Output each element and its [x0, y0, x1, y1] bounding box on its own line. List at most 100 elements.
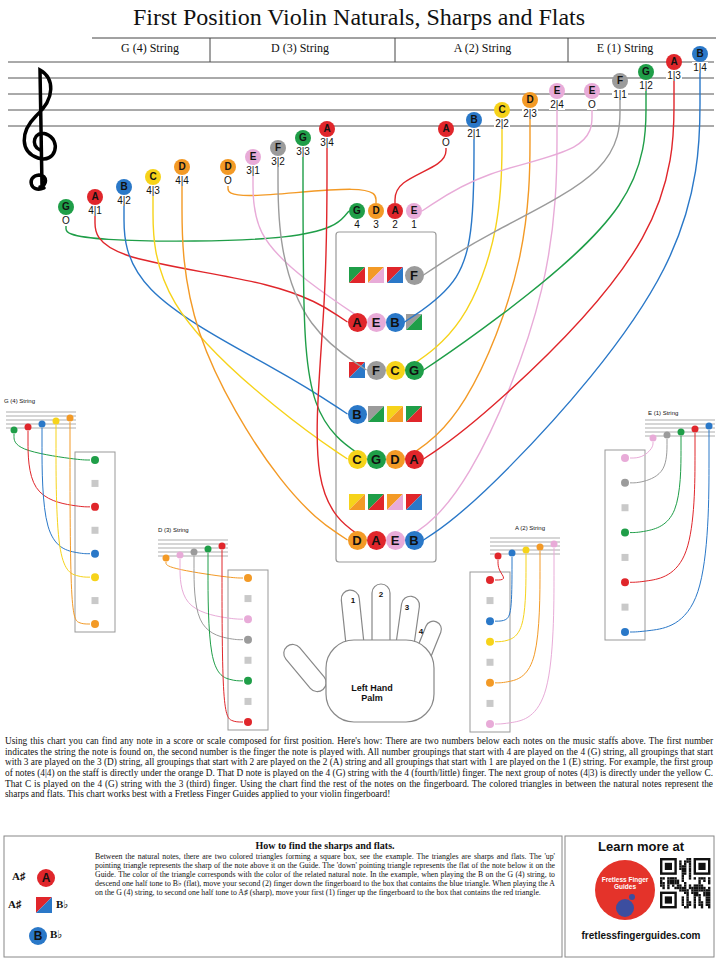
mini-note-cell — [91, 503, 99, 511]
qr-module — [691, 889, 693, 891]
qr-module — [679, 868, 681, 870]
qr-module — [701, 901, 703, 903]
qr-module — [662, 887, 664, 889]
qr-module — [694, 887, 696, 889]
mini-leader-line — [42, 428, 90, 554]
sharps-flats-panel — [4, 836, 562, 957]
qr-module — [667, 882, 669, 884]
qr-finder-eye — [665, 863, 672, 870]
note-letter: G — [299, 133, 307, 143]
mini-leader-line — [208, 553, 243, 681]
logo-disc — [595, 860, 655, 920]
string-finger-number: 1|2 — [638, 80, 654, 91]
string-finger-number: 2|4 — [549, 99, 565, 110]
mini-accidental-cell — [487, 597, 494, 604]
note-node: D2|3 — [522, 92, 538, 119]
mini-note-cell — [244, 718, 252, 726]
qr-module — [694, 877, 696, 879]
note-circle: B — [29, 927, 47, 945]
sharp-triangle — [349, 494, 365, 510]
chart-label: Left Hand Palm — [345, 683, 399, 704]
note-letter: B — [696, 49, 703, 59]
mini-note-dot — [39, 421, 46, 428]
mini-accidental-cell — [622, 504, 629, 511]
flat-triangle — [406, 406, 422, 422]
note-node: GO — [58, 199, 74, 226]
flat-triangle — [349, 494, 365, 510]
note-letter: A — [352, 316, 361, 329]
accidental-square — [368, 406, 384, 422]
mini-accidental-cell — [622, 554, 629, 561]
qr-module — [708, 892, 710, 894]
mini-note-dot — [495, 553, 502, 560]
note-letter: C — [498, 105, 505, 115]
note-letter: C — [390, 364, 399, 377]
note-circle: D — [348, 531, 367, 550]
note-circle: G — [58, 199, 74, 215]
note-connector — [405, 110, 558, 540]
qr-module — [679, 887, 681, 889]
mini-note-cell — [244, 574, 252, 582]
qr-module — [682, 875, 684, 877]
accidental-square — [406, 406, 422, 422]
note-node: D — [348, 531, 367, 550]
note-circle: G — [405, 361, 424, 380]
note-connector — [95, 216, 348, 322]
qr-module — [684, 860, 686, 862]
note-node: B2|1 — [466, 112, 482, 139]
qr-module — [698, 889, 700, 891]
qr-module — [684, 872, 686, 874]
note-node: E1 — [406, 203, 422, 230]
note-node: EO — [584, 83, 600, 110]
mini-leader-line — [14, 434, 90, 460]
sharp-triangle — [368, 267, 384, 283]
note-circle: A — [438, 121, 454, 137]
note-node: B — [386, 313, 405, 332]
mini-note-cell — [486, 638, 494, 646]
qr-module — [684, 889, 686, 891]
string-finger-number: 4|2 — [116, 195, 132, 206]
qr-module — [667, 880, 669, 882]
mini-accidental-cell — [622, 604, 629, 611]
note-node: D3 — [368, 203, 384, 230]
mini-leader-line — [28, 431, 90, 507]
string-finger-number: 3|3 — [295, 146, 311, 157]
flat-triangle — [368, 267, 384, 283]
string-finger-number: 4|4 — [174, 175, 190, 186]
flat-triangle — [368, 494, 384, 510]
qr-module — [698, 877, 700, 879]
qr-module — [698, 901, 700, 903]
qr-module — [684, 892, 686, 894]
string-finger-number: O — [587, 99, 597, 110]
qr-module — [689, 870, 691, 872]
mini-note-dot — [67, 415, 74, 422]
note-circle: A — [37, 869, 55, 887]
sharp-triangle — [387, 406, 403, 422]
note-node: C2|2 — [494, 102, 510, 129]
qr-module — [660, 880, 662, 882]
qr-module — [682, 877, 684, 879]
qr-module — [660, 882, 662, 884]
music-staff — [8, 62, 714, 126]
qr-module — [684, 884, 686, 886]
qr-module — [686, 894, 688, 896]
chart-label: Using this chart you can find any note i… — [5, 736, 713, 800]
mini-note-cell — [621, 479, 629, 487]
note-letter: E — [250, 152, 257, 162]
mini-note-dot — [537, 544, 544, 551]
qr-module — [662, 882, 664, 884]
chart-label: 4 — [415, 627, 427, 636]
note-node: G4 — [349, 203, 365, 230]
finger-outline — [280, 641, 330, 695]
qr-module — [689, 863, 691, 865]
qr-module — [708, 899, 710, 901]
qr-module — [674, 882, 676, 884]
qr-module — [689, 875, 691, 877]
qr-module — [689, 877, 691, 879]
note-letter: G — [62, 202, 70, 212]
note-connector — [424, 100, 621, 275]
note-circle: E — [406, 203, 422, 219]
accidental-square — [368, 494, 384, 510]
mini-note-cell — [91, 573, 99, 581]
